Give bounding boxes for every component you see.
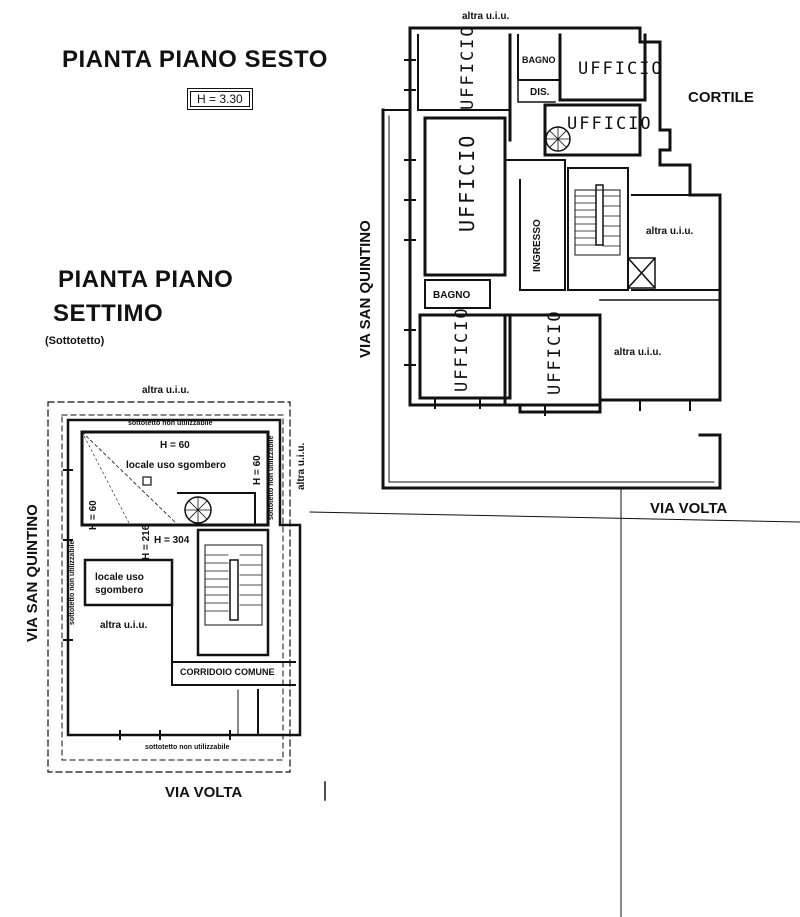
seventh-floor-subtitle: (Sottotetto)	[45, 335, 105, 347]
sixth-floor-perimeter	[408, 26, 722, 414]
seventh-street-front: VIA VOLTA	[165, 784, 243, 801]
h216: H = 216	[141, 524, 152, 560]
sixth-floor-title: PIANTA PIANO SESTO	[62, 46, 328, 73]
storage-small-line2: sgombero	[95, 585, 144, 596]
h304: H = 304	[154, 535, 190, 546]
seventh-neighbor-bottom: altra u.i.u.	[100, 620, 148, 631]
h60-right: H = 60	[252, 455, 263, 485]
sixth-floor-height-box: H = 3.30	[187, 88, 253, 110]
room-office-1: UFFICIO	[458, 24, 478, 110]
seventh-top-neighbor: altra u.i.u.	[142, 385, 190, 396]
room-office-bottom-center: UFFICIO	[545, 309, 565, 395]
seventh-right-neighbor: altra u.i.u.	[296, 442, 307, 490]
room-bath-top: BAGNO	[522, 55, 556, 65]
h60-top: H = 60	[160, 440, 190, 451]
sixth-neighbor-1: altra u.i.u.	[646, 226, 694, 237]
seventh-street-side: VIA SAN QUINTINO	[24, 504, 41, 642]
stair-block-6	[567, 167, 629, 291]
attic-right: sottotetto non utilizzabile	[268, 435, 275, 520]
sixth-neighbor-2: altra u.i.u.	[614, 347, 662, 358]
seventh-floor-title-1: PIANTA PIANO	[58, 266, 234, 293]
sixth-street-side: VIA SAN QUINTINO	[357, 220, 374, 358]
room-office-3: UFFICIO	[567, 114, 653, 134]
attic-left: sottotetto non utilizzabile	[69, 540, 76, 625]
room-bath-mid: BAGNO	[433, 290, 471, 301]
chimney-marker	[142, 476, 152, 486]
sixth-top-neighbor: altra u.i.u.	[462, 11, 510, 22]
h60-left: H = 60	[88, 500, 99, 530]
room-office-main: UFFICIO	[455, 133, 479, 232]
attic-top: sottotetto non utilizzabile	[128, 420, 213, 427]
courtyard-label: CORTILE	[688, 89, 754, 106]
room-dis: DIS.	[530, 87, 550, 98]
stair-block-7	[196, 528, 270, 657]
room-office-bottom-left: UFFICIO	[452, 306, 472, 392]
elevator-shaft-6	[626, 256, 657, 290]
common-corridor: CORRIDOIO COMUNE	[180, 667, 275, 677]
room-office-2: UFFICIO	[578, 59, 664, 79]
sixth-floor-outer-wall	[381, 108, 722, 490]
seventh-floor-dashed-boundary	[47, 401, 291, 773]
seventh-floor-perimeter	[66, 418, 302, 737]
attic-bottom: sottotetto non utilizzabile	[145, 744, 230, 751]
storage-big-label: locale uso sgombero	[126, 460, 227, 471]
scan-line-horizontal	[309, 511, 800, 523]
sixth-street-front: VIA VOLTA	[650, 500, 728, 517]
storage-small-line1: locale uso	[95, 572, 144, 583]
seventh-floor-title-2: SETTIMO	[53, 300, 164, 327]
room-ingresso: INGRESSO	[532, 219, 543, 272]
